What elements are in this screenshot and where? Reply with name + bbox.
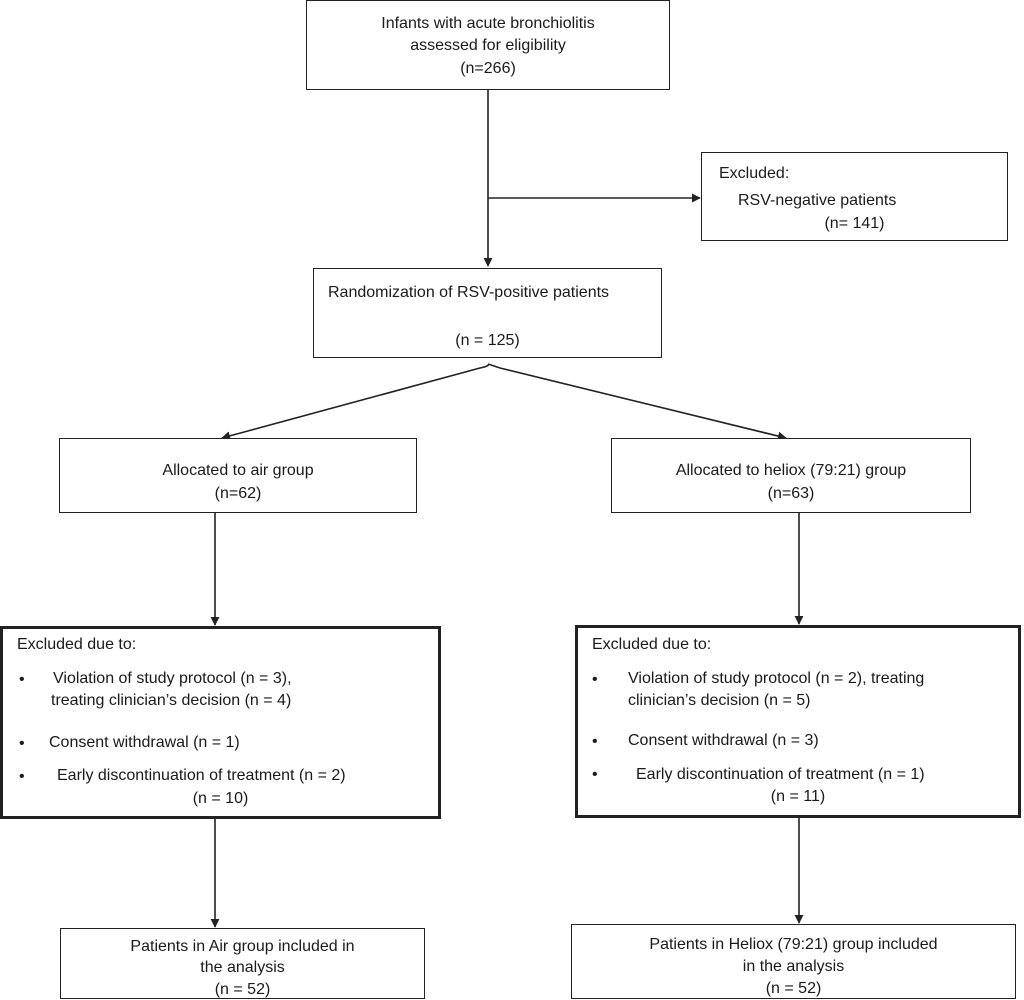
air-excluded-total: (n = 10) — [192, 790, 249, 807]
air-excluded-box: Excluded due to: • Violation of study pr… — [0, 626, 441, 819]
screening-text-line1: Infants with acute bronchiolitis — [381, 15, 595, 32]
heliox-bullet-3: • — [592, 766, 598, 783]
randomization-label: Randomization of RSV-positive patients — [328, 284, 610, 301]
excluded-count: (n= 141) — [824, 215, 885, 232]
heliox-excluded-reason-3: Early discontinuation of treatment (n = … — [636, 766, 925, 783]
heliox-analysis-box: Patients in Heliox (79:21) group include… — [571, 924, 1016, 999]
air-analysis-count: (n = 52) — [214, 981, 271, 998]
air-analysis-box: Patients in Air group included in the an… — [60, 928, 425, 999]
heliox-excluded-reason-1-line1: Violation of study protocol (n = 2), tre… — [628, 670, 925, 687]
heliox-excluded-reason-1-line2: clinician’s decision (n = 5) — [628, 692, 811, 709]
excluded-reason: RSV-negative patients — [738, 192, 897, 209]
arrow-to-heliox-group — [487, 363, 787, 441]
air-excluded-heading: Excluded due to: — [17, 636, 137, 653]
screening-count: (n=266) — [460, 60, 516, 77]
randomization-box: Randomization of RSV-positive patients (… — [313, 268, 662, 358]
screening-box: Infants with acute bronchiolitis assesse… — [306, 0, 670, 90]
air-analysis-line1: Patients in Air group included in — [130, 938, 355, 955]
heliox-analysis-count: (n = 52) — [765, 980, 822, 997]
screening-text-line2: assessed for eligibility — [410, 37, 566, 54]
heliox-analysis-line2: in the analysis — [742, 958, 845, 975]
air-excluded-reason-2: Consent withdrawal (n = 1) — [49, 734, 240, 751]
air-allocated-label: Allocated to air group — [162, 462, 314, 479]
air-bullet-1: • — [19, 671, 25, 688]
excluded-heading: Excluded: — [719, 165, 790, 182]
air-allocated-count: (n=62) — [214, 485, 262, 502]
heliox-excluded-heading: Excluded due to: — [592, 636, 712, 653]
excluded-rsv-negative-box: Excluded: RSV-negative patients (n= 141) — [701, 152, 1008, 241]
heliox-bullet-2: • — [592, 733, 598, 750]
heliox-excluded-box: Excluded due to: • Violation of study pr… — [575, 625, 1021, 818]
heliox-excluded-total: (n = 11) — [770, 788, 826, 805]
heliox-analysis-line1: Patients in Heliox (79:21) group include… — [649, 936, 938, 953]
arrow-to-air-group — [221, 363, 490, 441]
air-bullet-2: • — [19, 735, 25, 752]
air-excluded-reason-1-line2: treating clinician’s decision (n = 4) — [51, 692, 292, 709]
air-bullet-3: • — [19, 768, 25, 785]
air-analysis-line2: the analysis — [200, 959, 285, 976]
randomization-count: (n = 125) — [455, 332, 520, 349]
heliox-allocated-box: Allocated to heliox (79:21) group (n=63) — [611, 438, 971, 513]
heliox-excluded-reason-2: Consent withdrawal (n = 3) — [628, 732, 819, 749]
heliox-allocated-count: (n=63) — [767, 485, 815, 502]
air-excluded-reason-1-line1: Violation of study protocol (n = 3), — [53, 670, 292, 687]
air-allocated-box: Allocated to air group (n=62) — [59, 438, 417, 513]
air-excluded-reason-3: Early discontinuation of treatment (n = … — [57, 767, 346, 784]
heliox-allocated-label: Allocated to heliox (79:21) group — [675, 462, 907, 479]
heliox-bullet-1: • — [592, 671, 598, 688]
